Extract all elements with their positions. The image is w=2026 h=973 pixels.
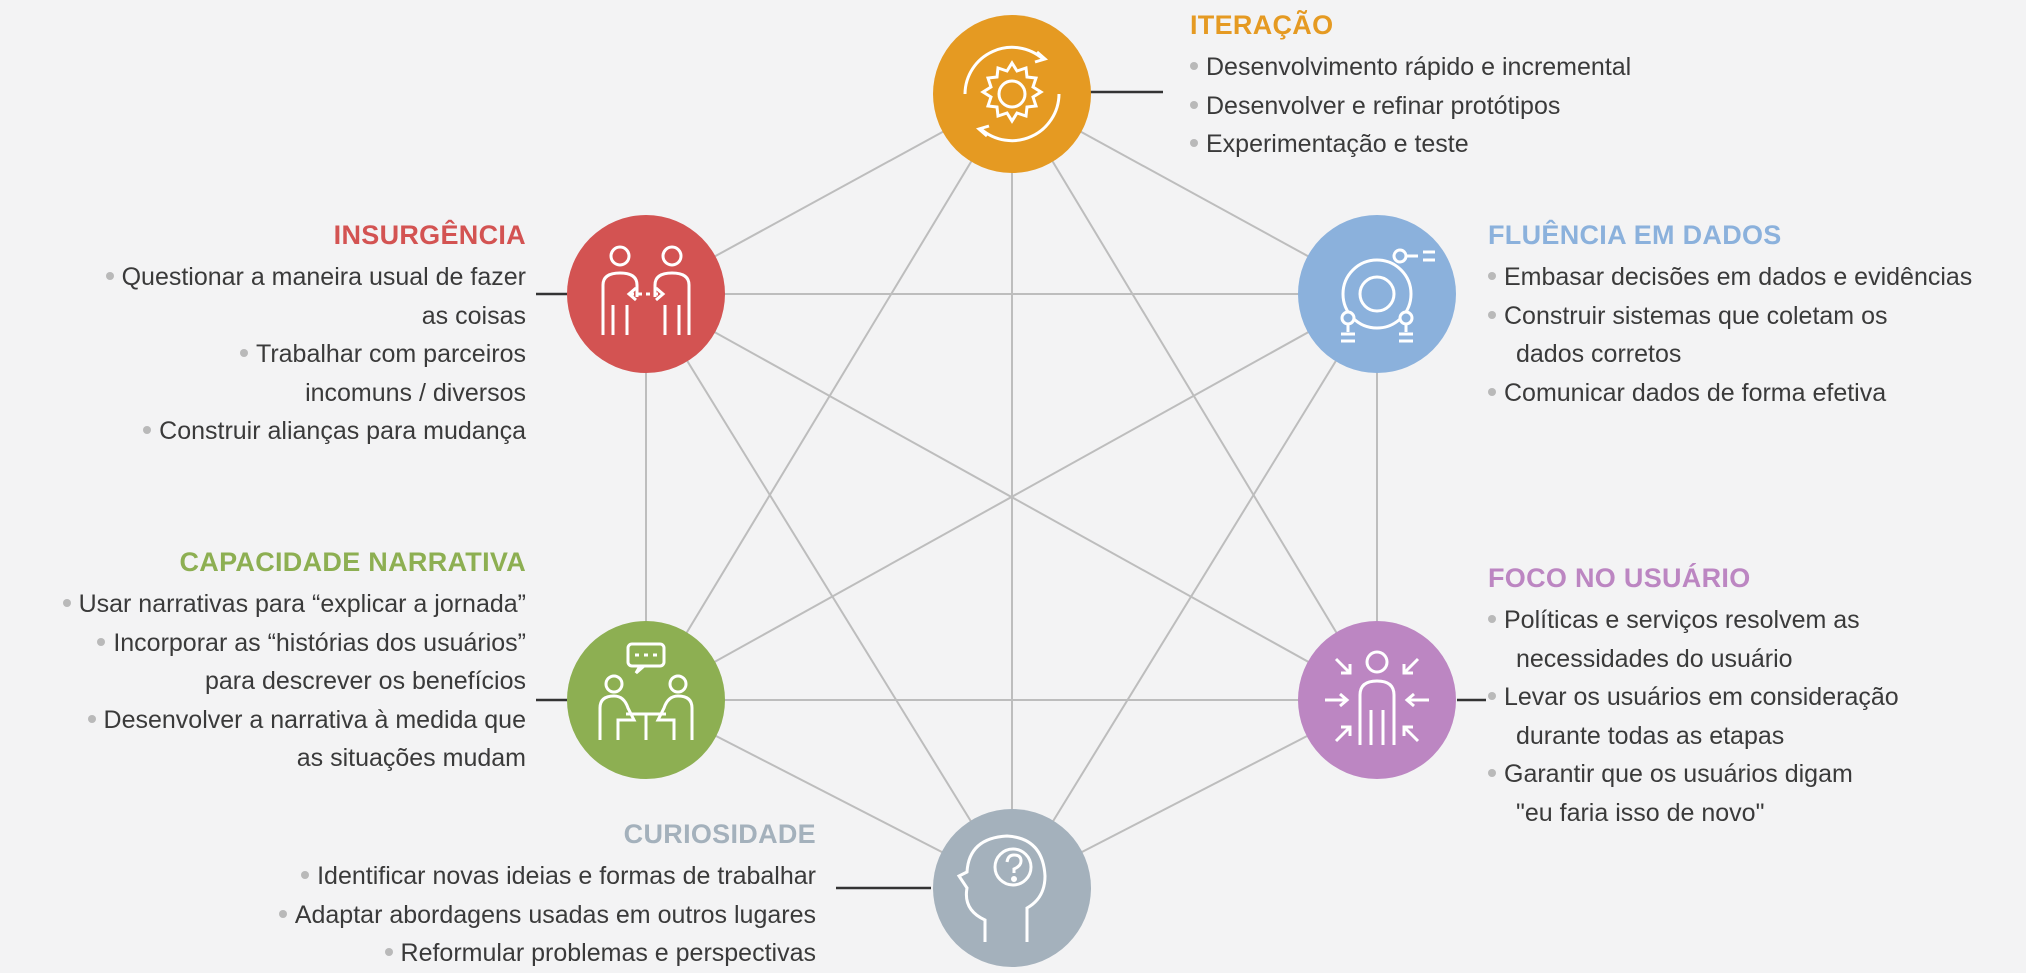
bullet-icon [1190,100,1198,109]
edge-fluencia-narrativa [645,293,1378,701]
fluencia-item: Construir sistemas que coletam os dados c… [1488,297,1972,374]
iteracao-item-text: Desenvolver e refinar protótipos [1206,91,1561,120]
narrativa-item-text: Desenvolver a narrativa à medida que [103,705,526,734]
curiosidade-item: Reformular problemas e perspectivas [279,934,816,973]
usuario-item-text: Garantir que os usuários digam [1504,760,1853,788]
narrativa-item: Incorporar as “histórias dos usuários” pa… [63,624,526,701]
bullet-icon [1488,769,1496,778]
narrativa-item-text: Usar narrativas para “explicar a jornada… [78,590,526,618]
narrativa-item-text: para descrever os benefícios [204,667,526,695]
bullet-icon [87,714,96,723]
fluencia-item-text: Embasar decisões em dados e evidências [1504,263,1973,291]
usuario-item-text: necessidades do usuário [1516,644,1793,673]
curiosidade-item: Adaptar abordagens usadas em outros luga… [278,896,816,935]
edge-insurgencia-curiosidade [645,293,1013,889]
fluencia-item-text: Comunicar dados de forma efetiva [1504,378,1887,407]
insurgencia-item-text: Construir alianças para mudança [159,417,526,445]
title-fluencia: FLUÊNCIA EM DADOS [1488,220,1782,250]
narrativa-item: Desenvolver a narrativa à medida que as s… [63,701,526,778]
connection-lines [645,93,1378,889]
bullet-icon [1488,387,1496,396]
block-iteracao: ITERAÇÃO Desenvolvimento rápido e increm… [1190,8,1631,164]
usuario-item: Políticas e serviços resolvem as necessid… [1488,601,1899,678]
edge-fluencia-curiosidade [1011,293,1378,889]
fluencia-item-text: Construir sistemas que coletam os [1504,301,1888,330]
node-usuario [1298,621,1456,779]
node-curiosidade [933,809,1091,967]
block-usuario: FOCO NO USUÁRIO Políticas e serviços res… [1488,561,1899,832]
list-usuario: Políticas e serviços resolvem as necessid… [1488,601,1899,832]
bullet-icon [97,637,106,646]
usuario-item-text: durante todas as etapas [1516,721,1785,750]
user-focus-icon [1325,650,1429,745]
usuario-item-text: Políticas e serviços resolvem as [1504,606,1860,634]
insurgencia-item: Questionar a maneira usual de fazer as co… [105,258,526,335]
title-iteracao: ITERAÇÃO [1190,10,1334,40]
narrativa-item-text: as situações mudam [296,744,526,772]
usuario-item: Garantir que os usuários digam "eu faria … [1488,755,1899,832]
insurgencia-item-text: as coisas [421,301,526,330]
iteracao-item-text: Desenvolvimento rápido e incremental [1206,53,1632,81]
narrativa-item-text: Incorporar as “histórias dos usuários” [113,628,526,657]
fluencia-item-text: dados corretos [1516,340,1682,368]
bullet-icon [1488,692,1496,701]
usuario-item-text: "eu faria isso de novo" [1516,798,1765,827]
fluencia-item: Comunicar dados de forma efetiva [1488,374,1972,413]
title-curiosidade: CURIOSIDADE [623,819,816,849]
node-narrativa [567,621,725,779]
node-fluencia [1298,215,1456,373]
insurgencia-item-text: incomuns / diversos [305,378,526,407]
bullet-icon [105,272,114,281]
bullet-icon [1190,62,1198,71]
iteracao-item-text: Experimentação e teste [1206,130,1469,158]
list-insurgencia: Questionar a maneira usual de fazer as co… [105,258,526,451]
node-insurgencia [567,215,725,373]
iteracao-item: Desenvolver e refinar protótipos [1190,87,1631,126]
bullet-icon [384,948,393,957]
block-curiosidade: CURIOSIDADE Identificar novas ideias e f… [278,817,816,973]
bullet-icon [1190,139,1198,148]
insurgencia-item: Trabalhar com parceiros incomuns / divers… [106,335,526,412]
curiosidade-item: Identificar novas ideias e formas de tra… [279,857,816,896]
title-narrativa: CAPACIDADE NARRATIVA [179,547,526,577]
list-narrativa: Usar narrativas para “explicar a jornada… [62,585,526,778]
block-insurgencia: INSURGÊNCIA Questionar a maneira usual d… [105,218,526,451]
iteracao-item: Experimentação e teste [1190,125,1631,164]
gear-cycle-icon [963,45,1061,143]
bullet-icon [278,909,287,918]
block-fluencia: FLUÊNCIA EM DADOS Embasar decisões em da… [1488,218,1972,412]
narrativa-item: Usar narrativas para “explicar a jornada… [62,585,526,624]
bullet-icon [301,871,310,880]
fluencia-item: Embasar decisões em dados e evidências [1488,258,1972,297]
edge-iteracao-narrativa [645,93,1013,701]
curiosidade-item-text: Identificar novas ideias e formas de tra… [317,862,816,890]
block-narrativa: CAPACIDADE NARRATIVA Usar narrativas par… [62,545,526,778]
usuario-item: Levar os usuários em consideração durante… [1488,678,1899,755]
people-conversation-icon [598,642,694,740]
insurgencia-item-text: Questionar a maneira usual de fazer [121,263,526,291]
insurgencia-item-text: Trabalhar com parceiros [255,340,526,368]
curiosidade-item-text: Adaptar abordagens usadas em outros luga… [294,900,816,929]
data-network-icon [1340,248,1435,343]
bullet-icon [62,599,71,608]
head-question-icon [956,834,1047,942]
curiosidade-item-text: Reformular problemas e perspectivas [400,939,816,967]
edge-iteracao-usuario [1011,93,1378,701]
node-iteracao [933,15,1091,173]
title-insurgencia: INSURGÊNCIA [333,220,526,250]
iteracao-item: Desenvolvimento rápido e incremental [1190,48,1631,87]
bullet-icon [1488,272,1496,281]
bullet-icon [143,426,152,435]
insurgencia-item: Construir alianças para mudança [106,412,526,451]
bullet-icon [1488,310,1496,319]
two-people-exchange-icon [601,245,691,335]
bullet-icon [239,349,248,358]
list-curiosidade: Identificar novas ideias e formas de tra… [278,857,816,973]
bullet-icon [1488,615,1496,624]
title-usuario: FOCO NO USUÁRIO [1488,563,1751,593]
usuario-item-text: Levar os usuários em consideração [1504,683,1899,711]
